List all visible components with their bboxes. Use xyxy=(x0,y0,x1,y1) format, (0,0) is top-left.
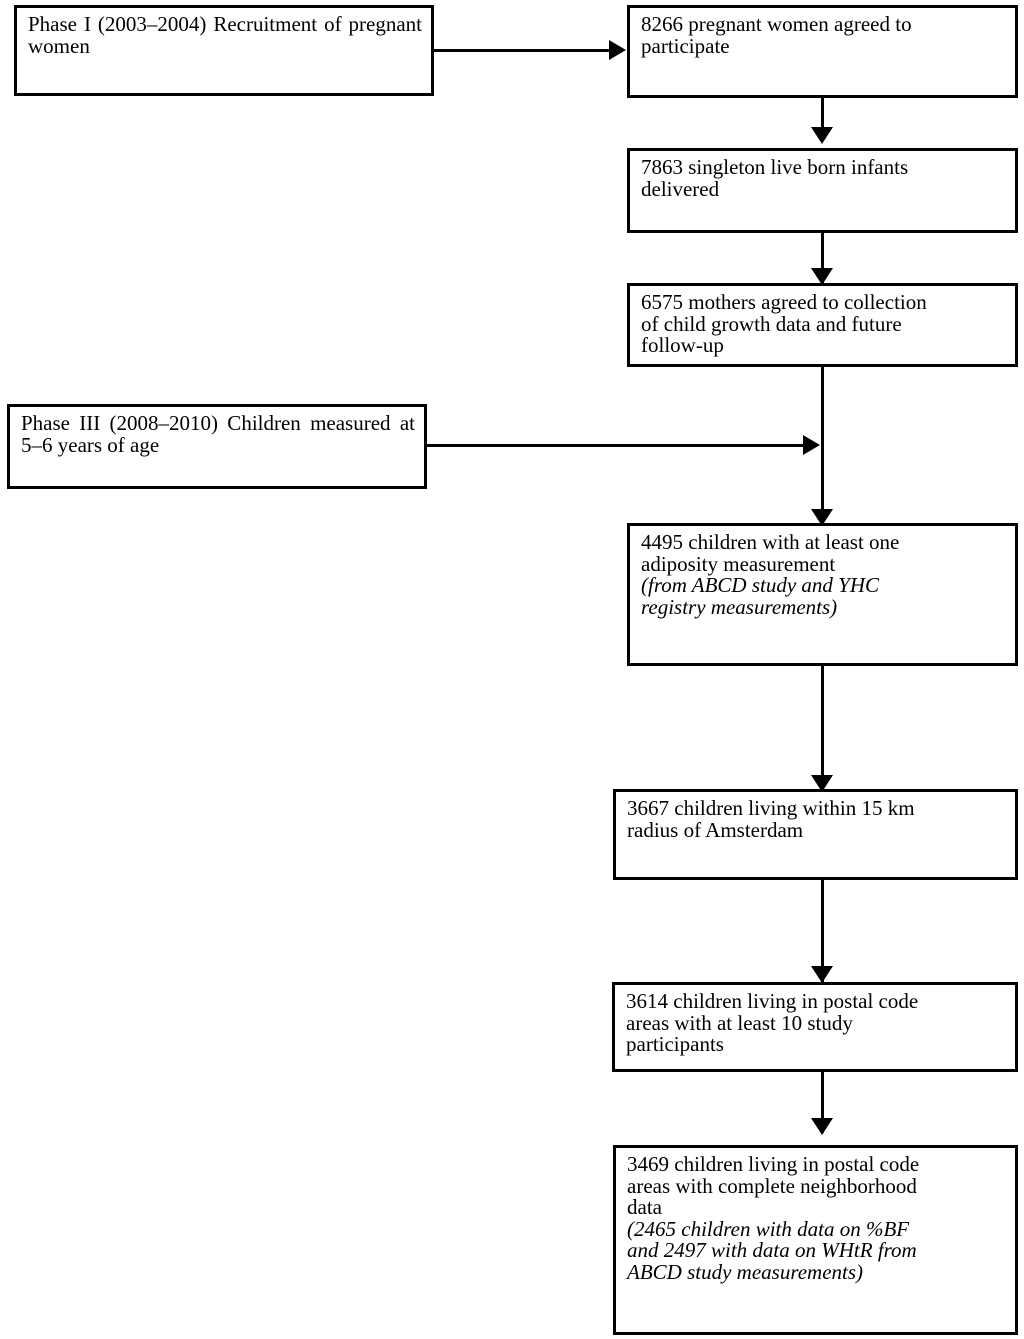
node-6575-line-3: follow-up xyxy=(641,333,724,357)
node-3667-text: 3667 children living within 15 km radius… xyxy=(627,796,1006,842)
node-3614-line-1: 3614 children living in postal code xyxy=(626,989,919,1013)
node-6575-text: 6575 mothers agreed to collection of chi… xyxy=(641,290,1006,357)
connector-8266-to-7863-line xyxy=(821,98,824,141)
node-4495-line-1: 4495 children with at least one xyxy=(641,530,900,554)
phase-1-text: Phase I (2003–2004) Recruitment of pregn… xyxy=(28,12,422,58)
node-3614-box: 3614 children living in postal code area… xyxy=(612,982,1018,1072)
node-4495-line-3: (from ABCD study and YHC xyxy=(641,573,880,597)
connector-6575-to-4495-arrowhead xyxy=(811,509,833,526)
phase-3-box: Phase III (2008–2010) Children measured … xyxy=(7,404,427,489)
connector-3614-to-3469-arrowhead xyxy=(811,1118,833,1135)
connector-3614-to-3469-line xyxy=(821,1072,824,1133)
node-7863-text: 7863 singleton live born infants deliver… xyxy=(641,155,1006,201)
connector-phase3-to-spine-arrowhead xyxy=(803,435,820,455)
node-3469-box: 3469 children living in postal code area… xyxy=(613,1145,1018,1335)
node-3469-line-2: areas with complete neighborhood xyxy=(627,1173,917,1198)
node-3667-line-2: radius of Amsterdam xyxy=(627,817,804,842)
node-6575-line-1: 6575 mothers agreed to collection xyxy=(641,290,927,314)
phase-1-box: Phase I (2003–2004) Recruitment of pregn… xyxy=(14,5,434,96)
node-8266-line-2: participate xyxy=(641,33,730,58)
node-3469-text: 3469 children living in postal code area… xyxy=(627,1152,1006,1284)
node-3469-line-4: (2465 children with data on %BF xyxy=(627,1216,910,1241)
node-6575-line-2: of child growth data and future xyxy=(641,311,902,336)
node-4495-box: 4495 children with at least one adiposit… xyxy=(627,523,1018,666)
node-4495-text: 4495 children with at least one adiposit… xyxy=(641,530,1006,619)
node-3667-box: 3667 children living within 15 km radius… xyxy=(613,789,1018,880)
node-3469-line-6: ABCD study measurements) xyxy=(627,1259,864,1284)
node-8266-line-1: 8266 pregnant women agreed to xyxy=(641,12,912,36)
node-7863-line-2: delivered xyxy=(641,176,720,201)
node-3469-line-5: and 2497 with data on WHtR from xyxy=(627,1238,917,1262)
connector-phase1-to-8266-line xyxy=(434,49,612,52)
connector-4495-to-3667-line xyxy=(821,666,824,792)
node-4495-line-4: registry measurements) xyxy=(641,594,838,619)
node-3469-line-3: data xyxy=(627,1195,662,1219)
node-3614-text: 3614 children living in postal code area… xyxy=(626,989,1006,1056)
node-3667-line-1: 3667 children living within 15 km xyxy=(627,796,915,820)
node-8266-box: 8266 pregnant women agreed to participat… xyxy=(627,5,1018,98)
connector-6575-to-4495-line xyxy=(821,367,824,525)
phase-1-line: Phase I (2003–2004) Recruitment of pregn… xyxy=(28,12,422,58)
node-3614-line-3: participants xyxy=(626,1032,724,1056)
connector-7863-to-6575-arrowhead xyxy=(811,268,833,285)
connector-7863-to-6575-line xyxy=(821,233,824,283)
phase-3-text: Phase III (2008–2010) Children measured … xyxy=(21,411,415,457)
connector-8266-to-7863-arrowhead xyxy=(811,127,833,144)
connector-phase3-to-spine-line xyxy=(427,444,805,447)
connector-4495-to-3667-arrowhead xyxy=(811,775,833,792)
connector-phase1-to-8266-arrowhead xyxy=(609,40,626,60)
node-8266-text: 8266 pregnant women agreed to participat… xyxy=(641,12,1006,58)
node-7863-box: 7863 singleton live born infants deliver… xyxy=(627,148,1018,233)
node-4495-line-2: adiposity measurement xyxy=(641,551,836,576)
phase-3-line: Phase III (2008–2010) Children measured … xyxy=(21,411,415,457)
node-3614-line-2: areas with at least 10 study xyxy=(626,1010,853,1035)
node-6575-box: 6575 mothers agreed to collection of chi… xyxy=(627,283,1018,367)
connector-3667-to-3614-line xyxy=(821,880,824,982)
node-3469-line-1: 3469 children living in postal code xyxy=(627,1152,920,1176)
node-7863-line-1: 7863 singleton live born infants xyxy=(641,155,909,179)
connector-3667-to-3614-arrowhead xyxy=(811,966,833,983)
